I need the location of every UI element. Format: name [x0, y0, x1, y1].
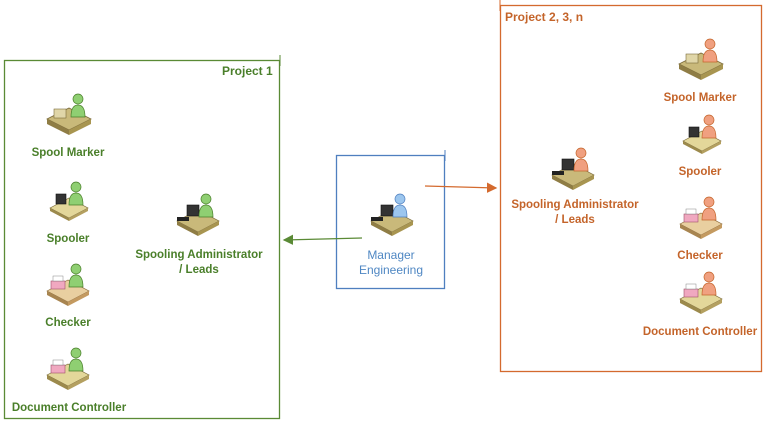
person-at-printer-icon — [679, 196, 723, 239]
p1-spooling-admin-label: Spooling Administrator / Leads — [128, 248, 270, 278]
p1-spooling-admin-line1: Spooling Administrator — [135, 249, 263, 261]
person-at-printer-icon — [679, 271, 723, 314]
person-at-computer-icon — [551, 147, 595, 190]
p1-document-controller-label: Document Controller — [11, 402, 127, 414]
p2-spool-marker-label: Spool Marker — [663, 92, 737, 104]
person-at-printer-icon — [46, 347, 90, 390]
person-at-desk-icon — [46, 93, 92, 135]
p1-checker-label: Checker — [45, 317, 91, 329]
project2-title: Project 2, 3, n — [505, 10, 584, 24]
project1-title: Project 1 — [222, 64, 273, 78]
p2-spooler-label: Spooler — [678, 166, 722, 178]
p2-document-controller-label: Document Controller — [642, 326, 758, 338]
arrow-to-project2 — [424, 182, 498, 193]
p1-spooler-label: Spooler — [46, 233, 90, 245]
manager-frame — [335, 154, 446, 290]
person-at-computer-icon — [370, 193, 414, 236]
p1-spool-marker-label: Spool Marker — [31, 147, 105, 159]
person-at-computer-icon — [49, 181, 89, 221]
project2-frame — [499, 4, 763, 373]
person-at-desk-icon — [678, 38, 724, 80]
arrow-to-project1 — [282, 234, 363, 245]
p2-spooling-admin-label: Spooling Administrator / Leads — [504, 198, 646, 228]
p2-spooling-admin-line2: / Leads — [555, 214, 595, 226]
manager-label: Manager Engineering — [336, 248, 446, 278]
manager-line1: Manager — [367, 248, 415, 262]
manager-line2: Engineering — [358, 263, 424, 277]
p1-spooling-admin-line2: / Leads — [179, 264, 219, 276]
person-at-computer-icon — [176, 193, 220, 236]
person-at-computer-icon — [682, 114, 722, 154]
p2-checker-label: Checker — [677, 250, 723, 262]
project1-frame — [3, 59, 281, 420]
p2-spooling-admin-line1: Spooling Administrator — [511, 199, 639, 211]
person-at-printer-icon — [46, 263, 90, 306]
